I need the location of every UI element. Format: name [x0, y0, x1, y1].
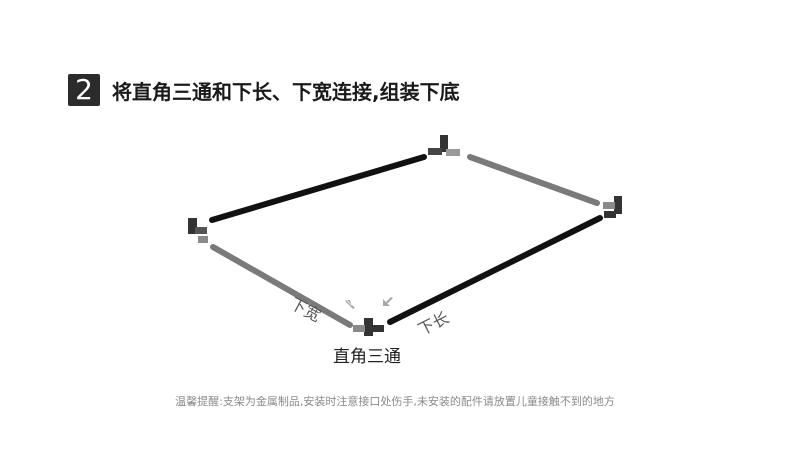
black-tube-back: [209, 154, 427, 223]
step-header: 2 将直角三通和下长、下宽连接,组装下底: [68, 72, 460, 108]
safety-note: 温馨提醒:支架为金属制品,安装时注意接口处伤手,未安装的配件请放置儿童接触不到的…: [175, 395, 615, 408]
label-corner-tee: 直角三通: [333, 347, 401, 367]
corner-tee-back: [428, 135, 460, 156]
label-length: 下长: [415, 308, 452, 339]
step-title: 将直角三通和下长、下宽连接,组装下底: [112, 79, 460, 104]
label-width: 下宽: [287, 294, 324, 326]
arrow-icon: [345, 297, 393, 309]
corner-tee-right: [603, 196, 622, 218]
gray-tube-right: [467, 154, 600, 206]
gray-tube-left: [210, 244, 353, 328]
step-number-badge: 2: [68, 74, 100, 106]
corner-tee-front: [353, 318, 384, 336]
black-tube-front: [387, 215, 603, 325]
corner-tee-left: [188, 218, 208, 243]
